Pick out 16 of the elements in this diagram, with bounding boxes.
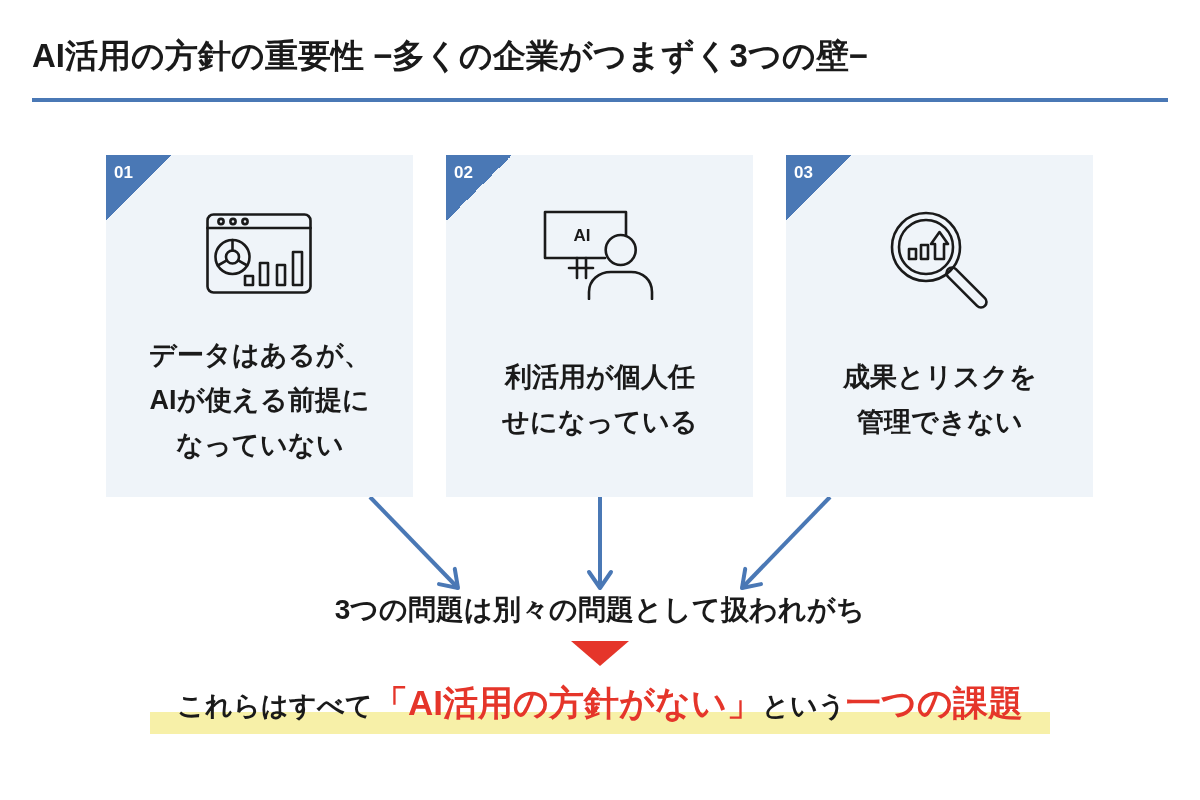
number-badge: 02 — [446, 155, 512, 221]
number-badge: 03 — [786, 155, 852, 221]
title: AI活用の方針の重要性 −多くの企業がつまずく3つの壁− — [32, 36, 869, 77]
card — [446, 155, 753, 497]
card — [786, 155, 1093, 497]
arrow — [587, 497, 613, 590]
card-text: 利活用が個人任せになっている — [500, 361, 699, 439]
statement-text: 3つの問題は別々の問題として扱われがち — [334, 588, 866, 641]
screen-text: AI — [573, 226, 591, 246]
arrow — [571, 641, 629, 666]
arrow — [368, 495, 460, 590]
number-badge: 01 — [106, 155, 172, 221]
card-text: データはあるが、AIが使える前提になっていない — [147, 338, 372, 462]
arrow — [740, 495, 832, 590]
card-text: 成果とリスクを管理できない — [841, 361, 1038, 439]
card — [106, 155, 413, 497]
